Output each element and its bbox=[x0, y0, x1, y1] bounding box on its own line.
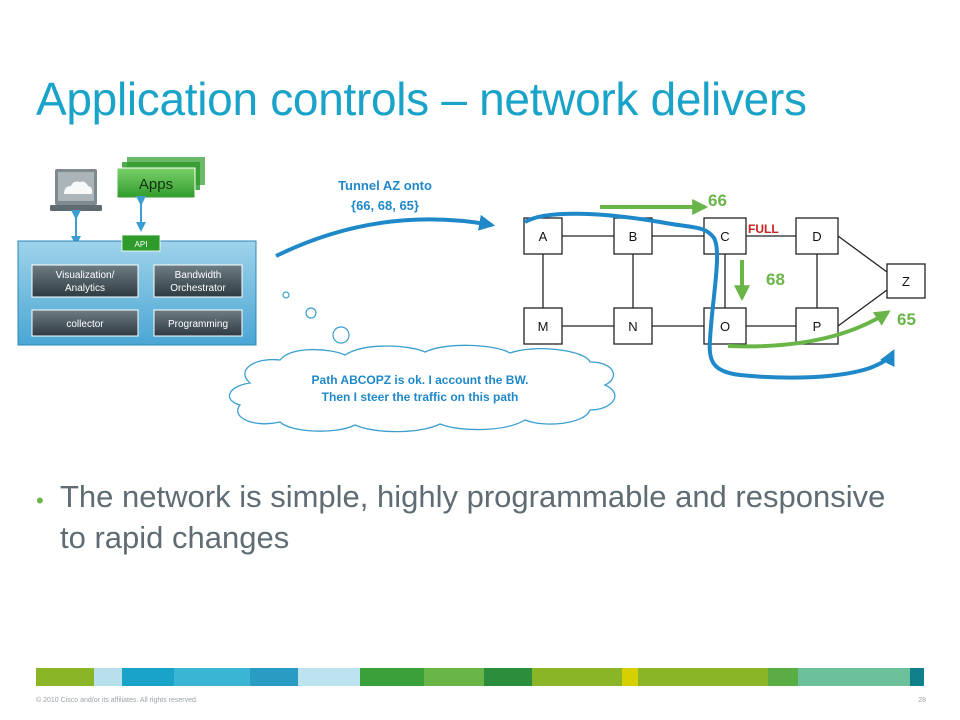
bullet-item: • The network is simple, highly programm… bbox=[36, 476, 896, 558]
slide-title: Application controls – network delivers bbox=[36, 73, 807, 125]
full-label: FULL bbox=[748, 222, 779, 236]
footer-segment bbox=[622, 668, 638, 686]
apps-box: Apps bbox=[116, 157, 205, 199]
footer-segment bbox=[638, 668, 768, 686]
tunnel-label-line2: {66, 68, 65} bbox=[351, 198, 419, 213]
bullet-text: The network is simple, highly programmab… bbox=[60, 479, 886, 555]
svg-text:B: B bbox=[629, 229, 638, 244]
svg-text:P: P bbox=[813, 319, 822, 334]
page-number: 28 bbox=[918, 697, 926, 704]
label-68: 68 bbox=[766, 270, 785, 289]
module-visualization-line2: Analytics bbox=[65, 283, 105, 294]
footer-segment bbox=[174, 668, 250, 686]
footer-segment bbox=[360, 668, 424, 686]
module-programming: Programming bbox=[168, 319, 228, 330]
footer-segment bbox=[484, 668, 532, 686]
footer-segment bbox=[798, 668, 910, 686]
thought-dot-large bbox=[332, 326, 350, 344]
tunnel-path bbox=[523, 211, 895, 380]
thought-dot-small bbox=[282, 291, 290, 299]
footer-segment bbox=[298, 668, 360, 686]
api-label: API bbox=[135, 240, 148, 249]
laptop-icon bbox=[50, 169, 102, 211]
network-links bbox=[542, 235, 888, 327]
thought-text-line2: Then I steer the traffic on this path bbox=[322, 390, 519, 404]
node-a: A bbox=[523, 217, 563, 255]
thought-dot-medium bbox=[305, 307, 317, 319]
label-66: 66 bbox=[708, 191, 727, 210]
module-bandwidth-line2: Orchestrator bbox=[170, 283, 226, 294]
tunnel-arrow bbox=[275, 214, 496, 258]
footer-segment bbox=[424, 668, 484, 686]
footer-segment bbox=[94, 668, 122, 686]
bullet-dot-icon: • bbox=[36, 488, 44, 513]
svg-text:C: C bbox=[720, 229, 729, 244]
svg-text:O: O bbox=[720, 319, 730, 334]
green-arrow-65 bbox=[727, 310, 891, 349]
copyright-text: © 2010 Cisco and/or its affiliates. All … bbox=[36, 697, 198, 704]
node-n: N bbox=[613, 307, 653, 345]
node-m: M bbox=[523, 307, 563, 345]
svg-text:N: N bbox=[628, 319, 637, 334]
label-65: 65 bbox=[897, 310, 916, 329]
module-collector: collector bbox=[66, 319, 104, 330]
footer-color-bar bbox=[36, 668, 924, 686]
module-bandwidth-line1: Bandwidth bbox=[175, 270, 222, 281]
thought-cloud bbox=[228, 344, 616, 433]
footer-segment bbox=[532, 668, 622, 686]
footer-segment bbox=[910, 668, 924, 686]
node-b: B bbox=[613, 217, 653, 255]
controller-box: API Visualization/ Analytics Bandwidth O… bbox=[17, 234, 257, 346]
svg-text:A: A bbox=[539, 229, 548, 244]
svg-text:D: D bbox=[812, 229, 821, 244]
node-d: D bbox=[795, 217, 839, 255]
footer-segment bbox=[250, 668, 298, 686]
node-z: Z bbox=[886, 263, 926, 299]
tunnel-label-line1: Tunnel AZ onto bbox=[338, 178, 432, 193]
svg-text:M: M bbox=[538, 319, 549, 334]
module-visualization-line1: Visualization/ bbox=[56, 270, 115, 281]
thought-text-line1: Path ABCOPZ is ok. I account the BW. bbox=[312, 373, 529, 387]
apps-label: Apps bbox=[139, 176, 173, 193]
footer-segment bbox=[36, 668, 94, 686]
footer-segment bbox=[122, 668, 174, 686]
footer-segment bbox=[768, 668, 798, 686]
svg-text:Z: Z bbox=[902, 274, 910, 289]
